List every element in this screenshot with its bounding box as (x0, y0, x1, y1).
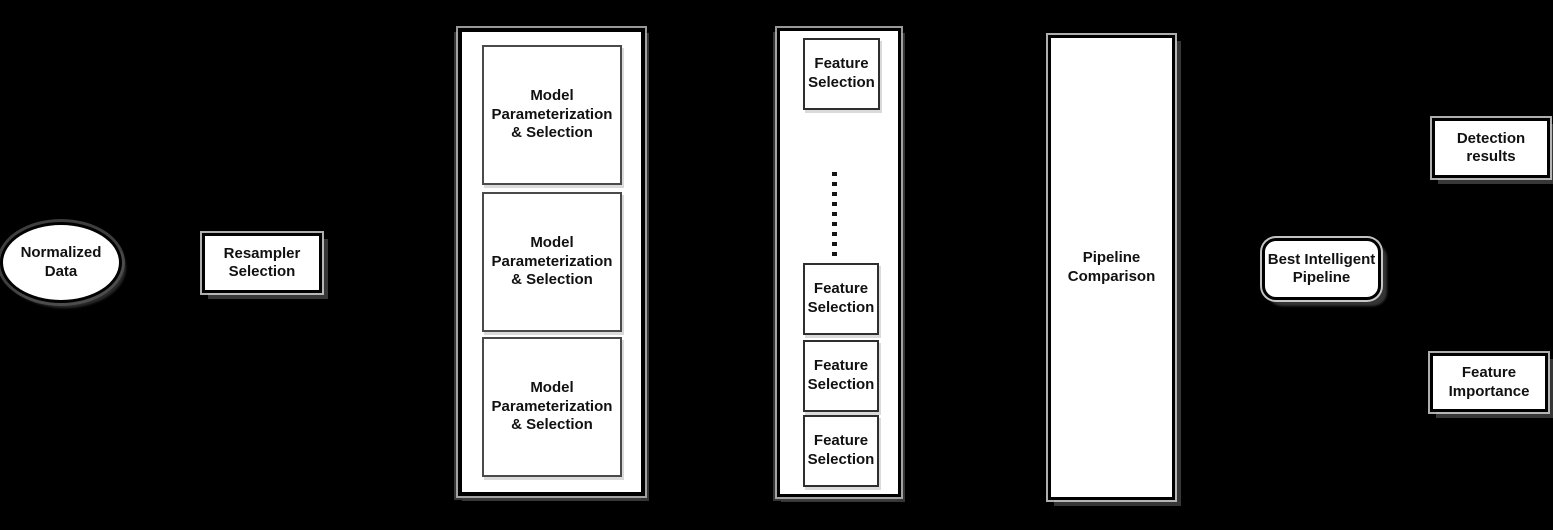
node-feature-selection-4: Feature Selection (803, 415, 879, 487)
normalized-data-label: Normalized Data (20, 244, 102, 280)
feature-selection-group: Feature Selection Feature Selection Feat… (777, 28, 901, 497)
node-detection-results: Detection results (1432, 118, 1550, 178)
node-best-intelligent-pipeline: Best Intelligent Pipeline (1262, 238, 1381, 300)
node-resampler-selection: Resampler Selection (202, 233, 322, 293)
feature-selection-label: Feature Selection (807, 432, 875, 468)
node-model-parameterization-1: Model Parameterization & Selection (482, 45, 622, 185)
vertical-ellipsis-icon (832, 172, 837, 256)
model-parameterization-group: Model Parameterization & Selection Model… (458, 28, 645, 496)
detection-results-label: Detection results (1456, 129, 1526, 165)
resampler-selection-label: Resampler Selection (223, 244, 301, 280)
feature-selection-label: Feature Selection (808, 55, 875, 91)
node-feature-importance: Feature Importance (1430, 353, 1548, 412)
node-pipeline-comparison: Pipeline Comparison (1048, 35, 1175, 500)
node-normalized-data: Normalized Data (0, 222, 122, 303)
pipeline-comparison-label: Pipeline Comparison (1067, 249, 1156, 285)
node-model-parameterization-2: Model Parameterization & Selection (482, 192, 622, 332)
feature-selection-label: Feature Selection (807, 357, 875, 393)
node-feature-selection-1: Feature Selection (803, 38, 880, 110)
node-model-parameterization-3: Model Parameterization & Selection (482, 337, 622, 477)
feature-importance-label: Feature Importance (1448, 364, 1530, 400)
node-feature-selection-3: Feature Selection (803, 340, 879, 412)
node-feature-selection-2: Feature Selection (803, 263, 879, 335)
feature-selection-label: Feature Selection (807, 280, 875, 316)
model-parameterization-label: Model Parameterization & Selection (491, 233, 613, 289)
model-parameterization-label: Model Parameterization & Selection (491, 86, 613, 142)
model-parameterization-label: Model Parameterization & Selection (491, 378, 613, 434)
best-intelligent-pipeline-label: Best Intelligent Pipeline (1267, 250, 1376, 286)
